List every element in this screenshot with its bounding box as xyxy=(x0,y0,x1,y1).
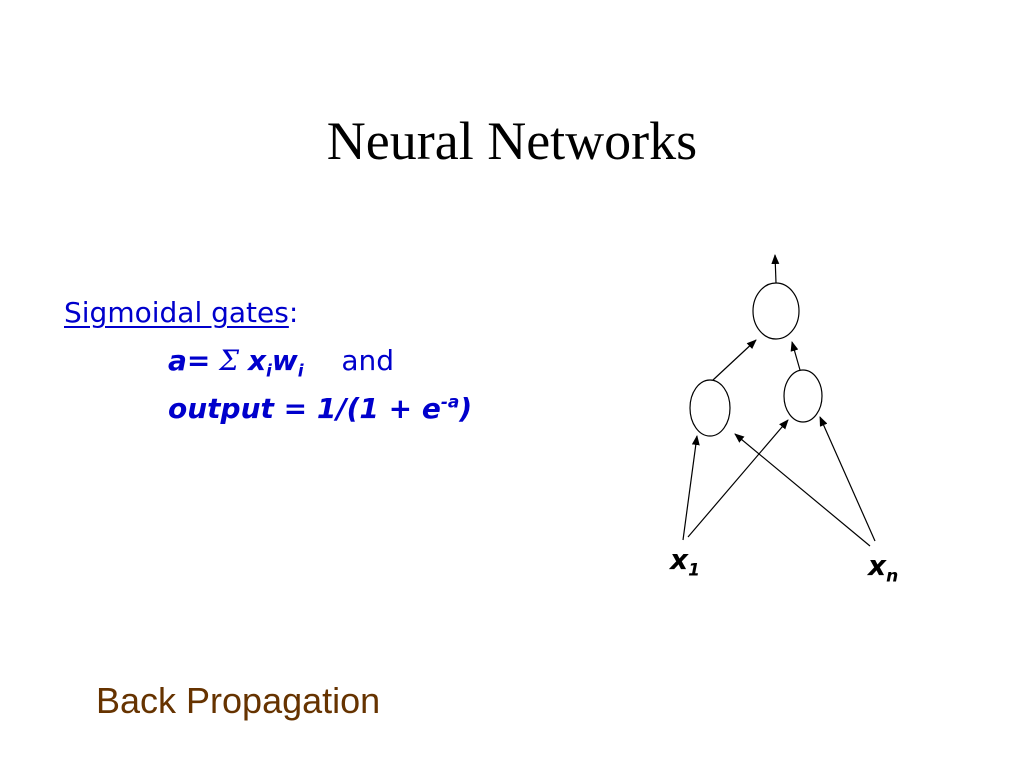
slide-title: Neural Networks xyxy=(326,111,698,171)
output-exponent-var: a xyxy=(447,392,460,413)
output-formula-text: output = 1/(1 + e xyxy=(168,392,441,425)
output-arrow xyxy=(771,254,780,284)
edge-x1-to-hidden-right xyxy=(687,419,789,538)
edge-x1-to-hidden-left xyxy=(682,435,700,541)
xn-subscript: n xyxy=(886,566,899,587)
formula-a-lhs: a= xyxy=(168,344,211,377)
sigma-symbol: Σ xyxy=(219,344,240,377)
formula-x-subscript: i xyxy=(266,361,272,382)
edge-hidden-left-to-output xyxy=(712,339,757,381)
formula-w-subscript: i xyxy=(297,361,304,382)
output-exponent-sign: - xyxy=(440,392,448,413)
output-neuron xyxy=(752,282,800,340)
output-formula-close: ) xyxy=(459,392,473,425)
hidden-neuron-left xyxy=(689,379,731,437)
formula-x: x xyxy=(247,344,267,377)
output-formula: output = 1/(1 + e-a) xyxy=(168,392,472,426)
edge-hidden-right-to-output xyxy=(790,341,801,371)
edge-xn-to-hidden-right xyxy=(819,416,876,542)
sigmoidal-gates-label: Sigmoidal gates: xyxy=(64,296,298,330)
input-x1-label: x1 xyxy=(670,546,700,580)
input-xn-label: xn xyxy=(868,552,898,586)
sigmoidal-gates-text: Sigmoidal gates xyxy=(64,296,289,329)
formula-w: w xyxy=(271,344,298,377)
hidden-neuron-right xyxy=(783,369,823,423)
x1-base: x xyxy=(670,543,689,576)
x1-subscript: 1 xyxy=(688,560,700,581)
xn-base: x xyxy=(868,549,887,582)
edge-xn-to-hidden-left xyxy=(734,433,871,547)
footer-back-propagation: Back Propagation xyxy=(96,680,381,721)
formula-and: and xyxy=(341,344,395,377)
sigmoidal-colon: : xyxy=(288,296,299,329)
activation-formula: a= Σ xiwi and xyxy=(168,344,394,382)
output-exponent: -a xyxy=(441,393,460,413)
